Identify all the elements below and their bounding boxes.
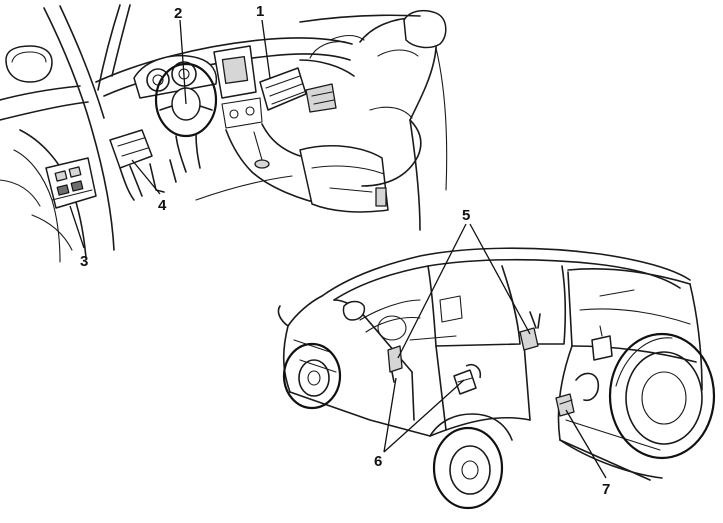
window-switch-component [45, 157, 97, 209]
leader-7 [565, 409, 607, 479]
leader-5b [469, 223, 531, 335]
callout-5: 5 [462, 207, 470, 224]
callout-1: 1 [256, 3, 264, 20]
leader-3 [69, 205, 85, 249]
junction-block-component [109, 129, 153, 201]
leader-5a [397, 223, 467, 359]
interior-illustration [0, 4, 448, 263]
door-connector-components [453, 364, 482, 395]
vehicle-illustration [277, 223, 716, 510]
callout-6: 6 [374, 453, 382, 470]
rear-sensor-component [555, 393, 575, 417]
callout-2: 2 [174, 5, 182, 22]
callout-7: 7 [602, 481, 610, 498]
leader-4 [131, 159, 161, 195]
callout-labels: 1 2 3 4 5 6 7 [80, 3, 610, 498]
callout-4: 4 [158, 197, 167, 214]
ecu-module-component [259, 67, 307, 111]
leader-6b [383, 377, 397, 453]
pillar-sensor-components [387, 311, 541, 383]
callout-3: 3 [80, 253, 88, 270]
leader-6a [383, 379, 465, 453]
leader-1 [261, 19, 271, 79]
leader-2 [179, 19, 187, 105]
